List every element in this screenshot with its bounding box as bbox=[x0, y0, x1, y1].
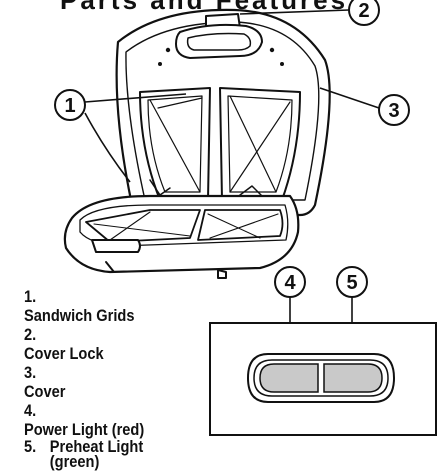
sandwich-maker-illustration bbox=[63, 8, 331, 279]
legend-item-4: 4.Power Light (red) bbox=[24, 401, 145, 439]
legend-item-1: 1.Sandwich Grids bbox=[24, 287, 135, 325]
callout-2-number: 2 bbox=[358, 0, 369, 22]
preheat-light bbox=[323, 363, 383, 393]
callout-3-number: 3 bbox=[388, 100, 399, 122]
legend-item-3: 3.Cover bbox=[24, 363, 66, 401]
lower-sandwich-grids bbox=[85, 209, 284, 243]
sandwich-grids bbox=[139, 87, 301, 201]
legend-item-2: 2.Cover Lock bbox=[24, 325, 104, 363]
heading-fragment: Parts and Features bbox=[60, 0, 349, 15]
callout-4: 4 bbox=[274, 266, 306, 355]
callout-4-number: 4 bbox=[284, 272, 296, 294]
callout-1: 1 bbox=[54, 89, 187, 183]
callout-3: 3 bbox=[319, 87, 410, 126]
callout-2: 2 bbox=[239, 0, 380, 26]
parts-legend: 1.Sandwich Grids 2.Cover Lock 3.Cover 4.… bbox=[24, 287, 214, 471]
sandwich-maker-diagram: 2 1 3 4 5 bbox=[54, 0, 437, 436]
callout-5-number: 5 bbox=[346, 272, 357, 294]
indicator-lights-detail bbox=[209, 322, 437, 436]
legend-item-5: 5.Preheat Light (green) bbox=[24, 437, 144, 471]
callout-1-number: 1 bbox=[64, 95, 75, 117]
callout-5: 5 bbox=[336, 266, 368, 355]
power-light bbox=[259, 363, 319, 393]
